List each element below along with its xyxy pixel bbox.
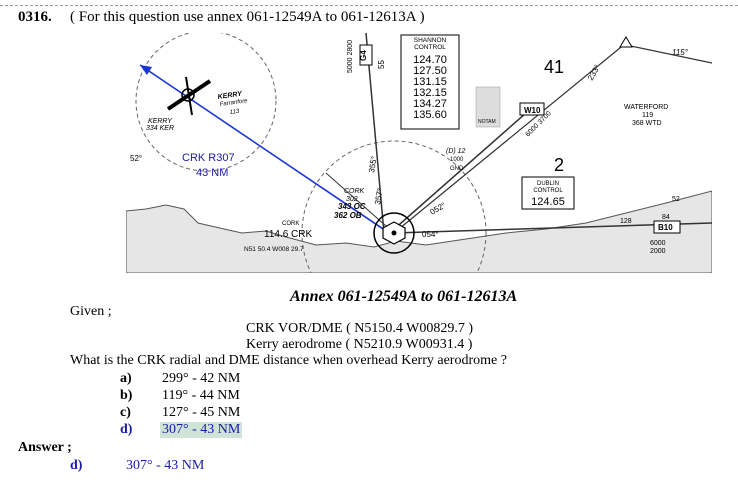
option-letter: a) (120, 371, 132, 386)
range-ring-cork (301, 140, 487, 273)
g4-box (359, 44, 373, 66)
kerry-label: KERRY (217, 90, 243, 101)
shannon-control-label: 134.27 (413, 98, 447, 110)
waterford-label: 368 WTD (632, 120, 662, 127)
kerry-aerodrome-symbol (166, 76, 212, 116)
sector-number: 84 (662, 214, 670, 221)
w10-box (519, 102, 545, 116)
shannon-control-box (400, 34, 460, 130)
waterford-label: WATERFORD (624, 104, 668, 111)
crk-vor-symbol (373, 212, 415, 254)
cork-ad-label: 362 OB (334, 211, 362, 220)
shannon-control-label: 124.70 (413, 54, 447, 66)
cork-ad-label: 302 (346, 196, 358, 203)
airway-g4 (365, 33, 385, 234)
crk-vor-label: 114.6 CRK (264, 229, 313, 240)
option-a[interactable]: a) 299° - 42 NM (120, 371, 240, 387)
kerry-ad-label: 334 KER (146, 125, 174, 132)
latitude-label: 52° (130, 154, 142, 163)
option-letter: c) (120, 405, 131, 420)
airway-waterford (625, 44, 712, 64)
annotation: 1000 (450, 157, 464, 163)
annex-caption: Annex 061-12549A to 061-12613A (290, 288, 518, 305)
shannon-control-label: 127.50 (413, 65, 447, 77)
dublin-control-label: DUBLIN (537, 181, 559, 187)
shannon-control-label: 135.60 (413, 109, 447, 121)
dublin-control-label: 124.65 (531, 196, 565, 208)
option-text-highlighted: 307° - 43 NM (160, 422, 243, 438)
altitude-label: 6000 (650, 240, 666, 247)
airway-label-52: 52 (672, 196, 680, 203)
bearing-label: 115° (672, 48, 689, 57)
option-d[interactable]: d) 307° - 43 NM (120, 422, 243, 438)
option-text: 119° - 44 NM (162, 388, 240, 403)
airway-label-b10: B10 (658, 223, 673, 232)
given-label: Given ; (70, 304, 112, 319)
altitude-label: 5000 2800 (347, 40, 354, 73)
radial-arrowhead (140, 65, 152, 75)
bearing-label: 128 (620, 218, 632, 225)
airway-label-w10: W10 (524, 106, 541, 115)
answer-letter: d) (70, 458, 83, 473)
airway-label-55: 55 (377, 60, 386, 69)
crk-vor-label: N51 50.4 W008 29.7 (244, 246, 304, 253)
kerry-ad-label: KERRY (148, 118, 173, 125)
altitude-label: 2000 (650, 248, 666, 255)
airway-sw (325, 172, 395, 234)
airway-ne (393, 42, 627, 234)
airway-label-g4: G4 (359, 50, 368, 61)
given-line-crk: CRK VOR/DME ( N5150.4 W00829.7 ) (246, 321, 473, 336)
kerry-label: 113 (229, 109, 240, 116)
crk-radial-label: CRK R307 (182, 152, 235, 164)
option-text: 127° - 45 NM (162, 405, 241, 420)
dublin-control-box (521, 176, 575, 210)
question-reference: ( For this question use annex 061-12549A… (70, 9, 425, 25)
option-letter: b) (120, 388, 133, 403)
shannon-control-label: CONTROL (414, 44, 446, 51)
option-c[interactable]: c) 127° - 45 NM (120, 405, 240, 421)
annotation: (D) 12 (446, 148, 466, 155)
b10-box (653, 220, 681, 234)
coastline (126, 190, 712, 273)
shannon-control-label: SHANNON (414, 37, 447, 44)
question-number: 0316. (18, 9, 52, 25)
cork-ad-label: CORK (344, 188, 365, 195)
crk-vor-label: CORK (282, 221, 299, 227)
annotation: GND (450, 166, 464, 172)
option-text: 299° - 42 NM (162, 371, 241, 386)
crk-radial-label: 43 NM (196, 167, 228, 179)
cork-ad-label: 343 OC (338, 202, 366, 211)
waterford-label: 119 (642, 112, 653, 119)
bearing-label: 054° (422, 230, 439, 239)
answer-label: Answer ; (18, 440, 72, 455)
bearing-label: 357° (373, 187, 385, 205)
kerry-label: Farranfore (219, 98, 248, 108)
waterford-waypoint (619, 36, 633, 48)
option-b[interactable]: b) 119° - 44 NM (120, 388, 240, 404)
shannon-control-label: 132.15 (413, 87, 447, 99)
annotation: NOTAM (478, 119, 496, 125)
notam-box (475, 86, 501, 128)
airway-w10 (391, 112, 527, 232)
given-line-kerry: Kerry aerodrome ( N5210.9 W00931.4 ) (246, 337, 473, 352)
shannon-control-label: 131.15 (413, 76, 447, 88)
range-ring-kerry (135, 33, 277, 172)
sector-number: 41 (544, 57, 564, 77)
dublin-control-label: CONTROL (533, 188, 563, 194)
bearing-label: 355° (367, 155, 379, 173)
top-dashed-divider (0, 5, 738, 6)
answer-text: 307° - 43 NM (126, 458, 205, 473)
option-letter: d) (120, 422, 133, 437)
question-prompt: What is the CRK radial and DME distance … (70, 353, 507, 368)
sector-number: 2 (554, 155, 564, 175)
annex-chart: SHANNONCONTROL124.70127.50131.15132.1513… (126, 33, 712, 273)
